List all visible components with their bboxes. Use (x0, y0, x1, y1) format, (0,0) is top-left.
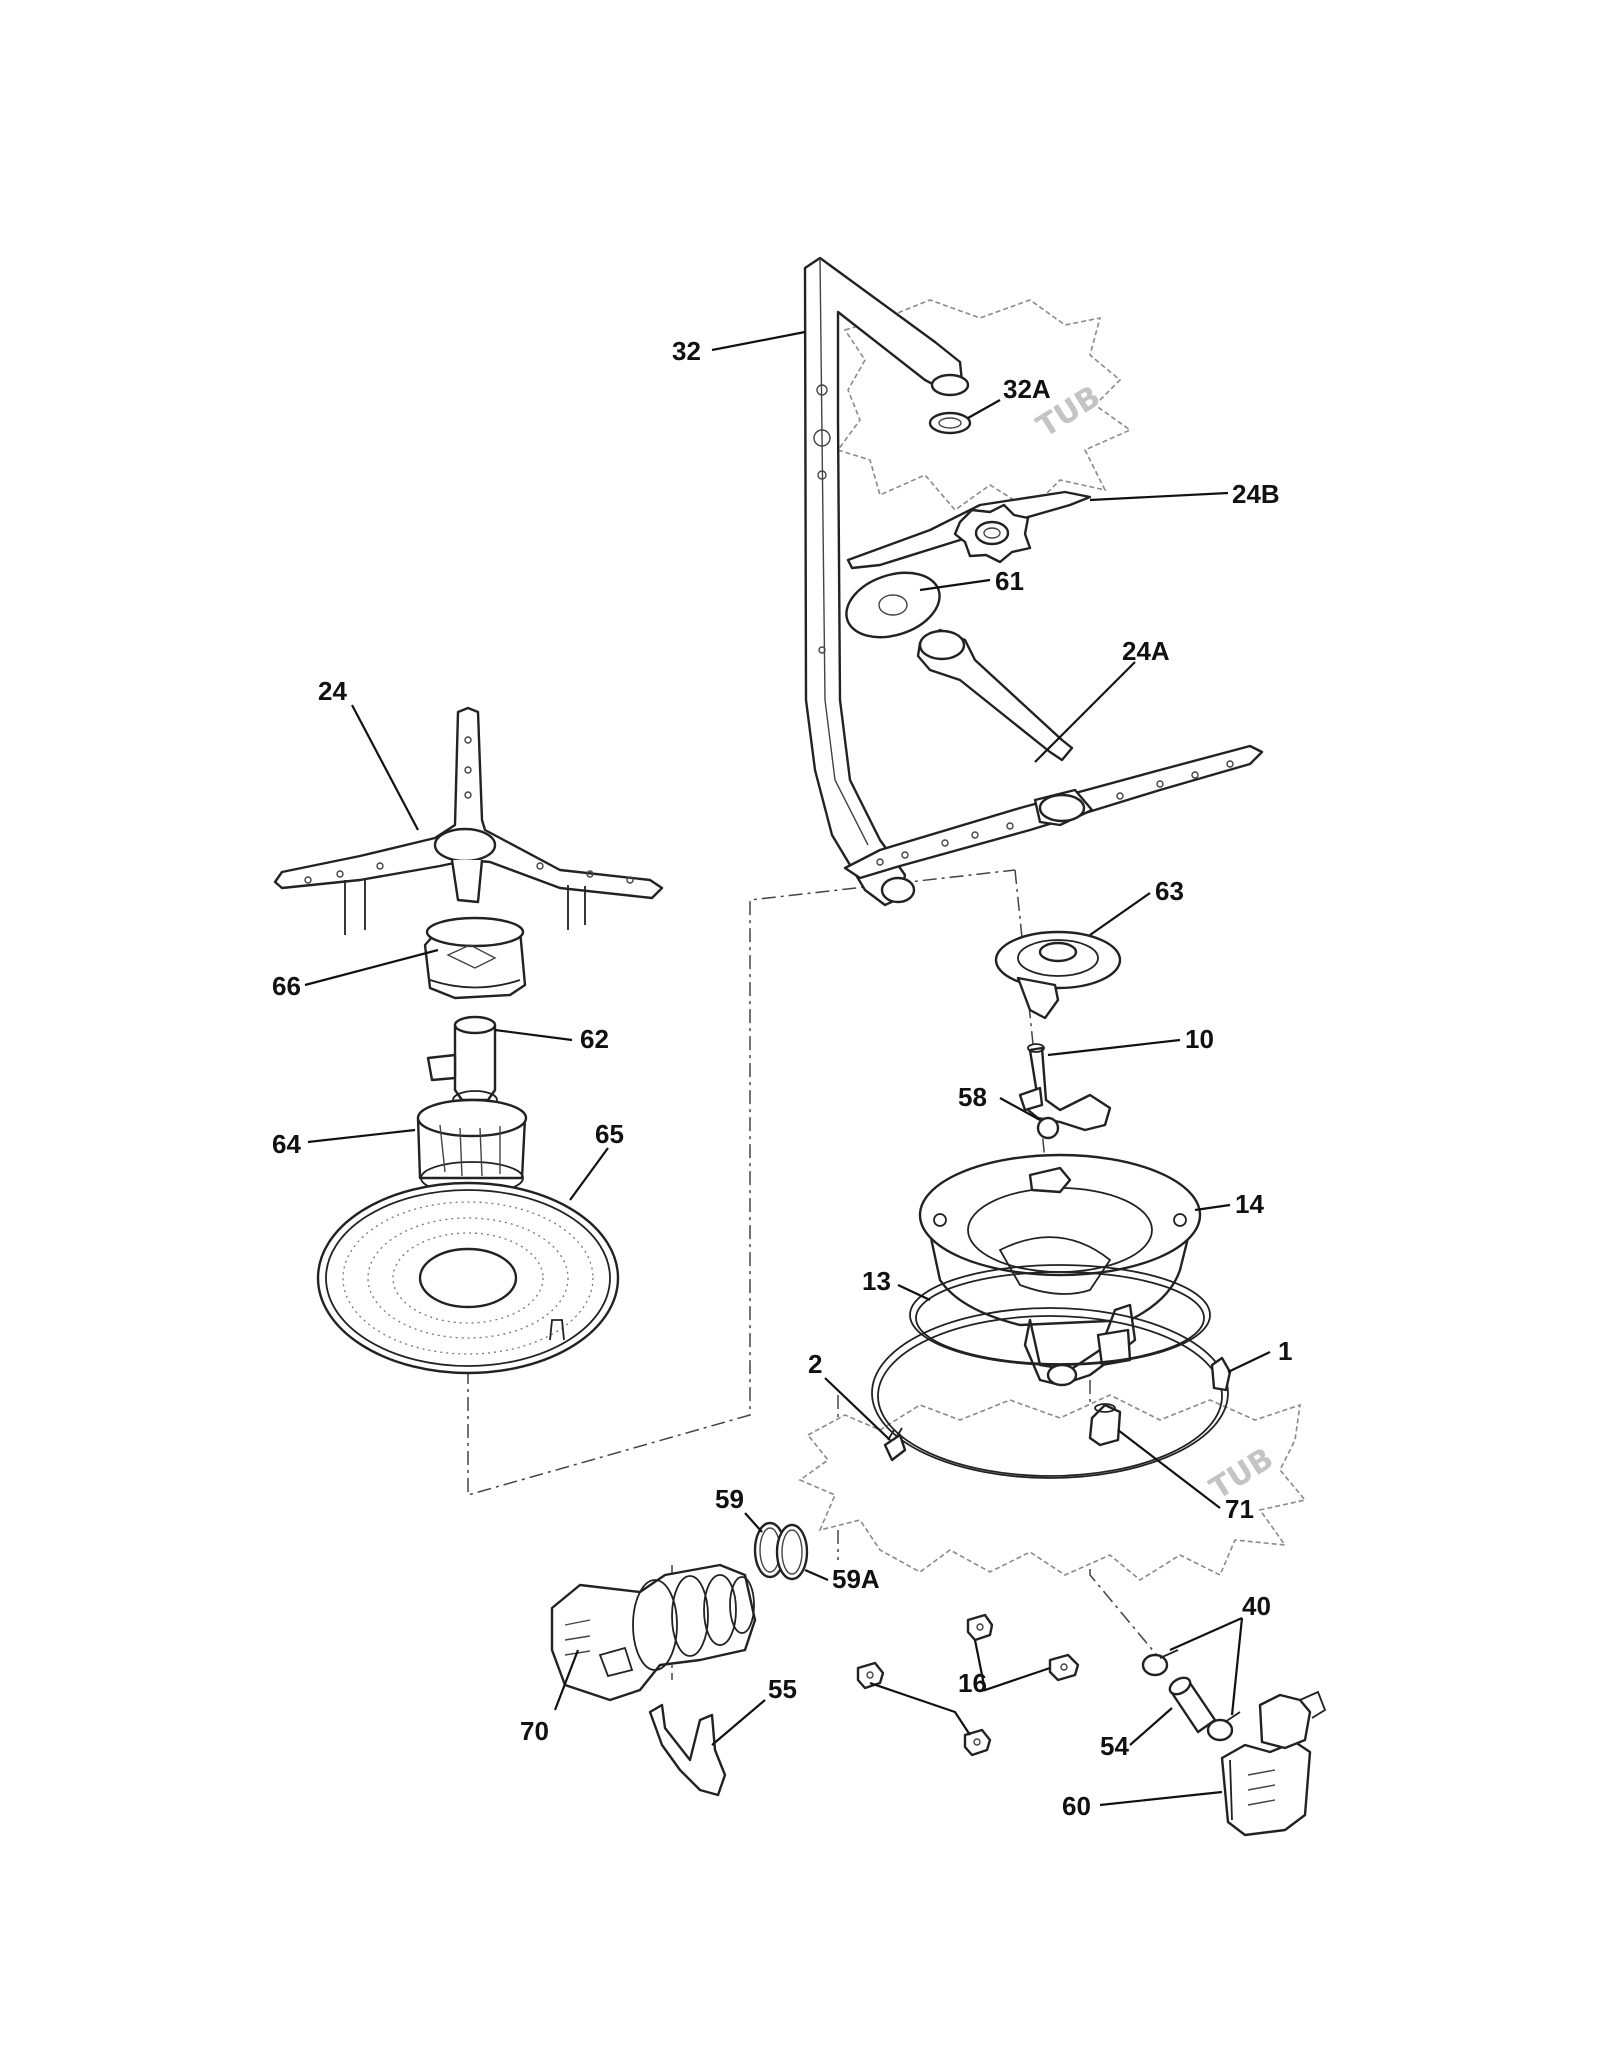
callout-59a: 59A (832, 1564, 880, 1594)
callout-66: 66 (272, 971, 301, 1001)
diverter (1018, 1043, 1112, 1132)
disc-61 (845, 571, 941, 639)
upper-spray-arm (846, 490, 1092, 570)
callout-63: 63 (1155, 876, 1184, 906)
callout-64: 64 (272, 1129, 301, 1159)
filter-cup (416, 1098, 528, 1195)
sump-cover (994, 930, 1122, 1020)
callout-59: 59 (715, 1484, 744, 1514)
o-ring-32a (928, 411, 972, 435)
callout-71: 71 (1225, 1494, 1254, 1524)
callout-32a: 32A (1003, 374, 1051, 404)
o-ring-59a (775, 1523, 809, 1581)
tub-outline-lower: TUB (798, 1394, 1307, 1581)
callout-14: 14 (1235, 1189, 1264, 1219)
leader-lines (304, 330, 1271, 1807)
motor-bracket (648, 1703, 727, 1797)
callout-61: 61 (995, 566, 1024, 596)
sensor-71 (1088, 1403, 1122, 1447)
callout-54: 54 (1100, 1731, 1129, 1761)
sump-housing (918, 1153, 1202, 1387)
check-ball (1036, 1116, 1060, 1140)
callout-2: 2 (808, 1349, 822, 1379)
lower-spray-arm (273, 706, 664, 935)
callout-70: 70 (520, 1716, 549, 1746)
callout-58: 58 (958, 1082, 987, 1112)
callout-labels: 32 32A 24B 61 24A 24 63 66 62 10 58 64 6… (272, 336, 1292, 1821)
drain-hose-54 (1168, 1676, 1217, 1734)
callout-24b: 24B (1232, 479, 1280, 509)
callout-24a: 24A (1122, 636, 1170, 666)
callout-62: 62 (580, 1024, 609, 1054)
filter-screen (316, 1181, 620, 1375)
callout-24: 24 (318, 676, 347, 706)
callout-65: 65 (595, 1119, 624, 1149)
callout-10: 10 (1185, 1024, 1214, 1054)
callout-40: 40 (1242, 1591, 1271, 1621)
callout-55: 55 (768, 1674, 797, 1704)
sump-gasket (909, 1264, 1211, 1366)
supply-tube (803, 256, 970, 907)
callout-13: 13 (862, 1266, 891, 1296)
grommets (856, 1613, 1080, 1757)
drain-pump (1220, 1690, 1327, 1837)
spray-arm-hub (423, 916, 527, 1000)
hose-clamps (1141, 1649, 1241, 1742)
callout-1: 1 (1278, 1336, 1292, 1366)
callout-60: 60 (1062, 1791, 1091, 1821)
pump-motor (550, 1563, 757, 1702)
middle-spray-arm (843, 628, 1264, 880)
clamp-ring (871, 1307, 1232, 1479)
callout-32: 32 (672, 336, 701, 366)
bearing-tube (426, 1015, 498, 1110)
callout-16: 16 (958, 1668, 987, 1698)
